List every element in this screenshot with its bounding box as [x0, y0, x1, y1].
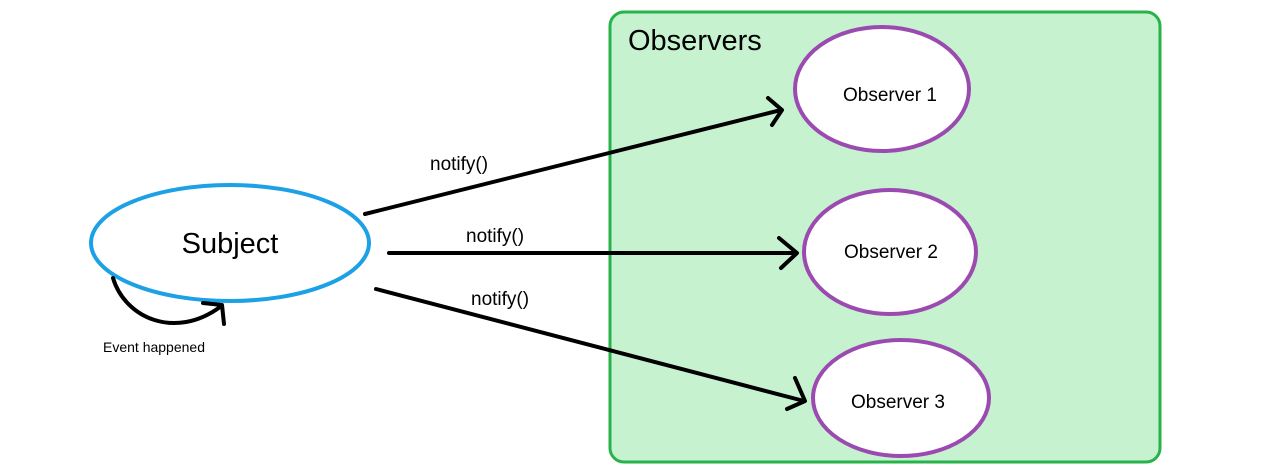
observer-1-ellipse: [793, 25, 971, 153]
edge-3-arrowhead: [785, 376, 807, 411]
self-loop-arrowhead: [201, 301, 226, 326]
observer-3-label: Observer 3: [851, 392, 945, 413]
observer-node-1: Observer 1: [793, 25, 971, 153]
edge-3-label: notify(): [471, 289, 529, 310]
edge-1-label: notify(): [430, 154, 488, 175]
observers-group-title: Observers: [628, 25, 762, 57]
observer-2-ellipse: [802, 188, 978, 316]
edge-1-arrowhead: [766, 96, 784, 127]
edge-to-observer-2: notify(): [387, 226, 799, 270]
self-loop-label: Event happened: [103, 339, 205, 355]
subject-ellipse: [89, 183, 371, 303]
event-self-loop: Event happened: [103, 276, 226, 355]
edge-2-arrowhead: [777, 236, 799, 270]
observer-2-label: Observer 2: [844, 242, 938, 263]
edge-2-label: notify(): [466, 226, 524, 247]
observer-3-ellipse: [811, 338, 991, 458]
subject-label: Subject: [182, 228, 279, 260]
self-loop-arrow-line: [111, 276, 222, 325]
observer-1-label: Observer 1: [843, 85, 937, 106]
edge-to-observer-3: notify(): [374, 287, 807, 411]
edge-1-line: [363, 108, 783, 216]
edge-to-observer-1: notify(): [363, 96, 784, 216]
subject-node: Subject: [89, 183, 371, 303]
observer-node-3: Observer 3: [811, 338, 991, 458]
edge-3-line: [374, 287, 806, 403]
observer-node-2: Observer 2: [802, 188, 978, 316]
